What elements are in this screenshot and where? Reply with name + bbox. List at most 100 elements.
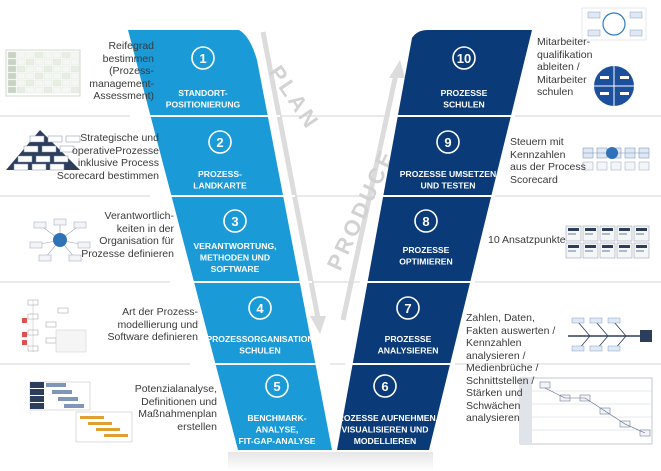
step-8-description: 10 Ansatzpunkte — [488, 234, 568, 247]
description-line: analysieren — [466, 412, 520, 424]
arm-dividers — [130, 115, 515, 365]
description-line: Definitionen und — [141, 395, 217, 408]
gantt-plan-icon — [29, 381, 133, 443]
description-line: Software definieren — [107, 331, 198, 343]
description-line: modellierung und — [117, 318, 198, 331]
step-number-circle — [265, 374, 289, 398]
description-line: erstellen — [177, 420, 217, 433]
step-number: 6 — [381, 379, 388, 394]
step-number: 3 — [231, 214, 238, 229]
step-title-line: POSITIONIERUNG — [166, 100, 241, 110]
description-line: aus der Process — [510, 161, 586, 173]
process-pyramid-icon — [6, 130, 81, 171]
step-number: 1 — [199, 51, 206, 66]
description-line: Potenzialanalyse, — [134, 383, 217, 395]
step-title-line: UND TESTEN — [421, 181, 476, 191]
step-title-line: VERANTWORTUNG, — [193, 241, 276, 251]
plan-arrow-label: PLAN — [264, 61, 325, 135]
description-line: Zahlen, Daten, — [466, 312, 535, 324]
fishbone-icon — [568, 317, 652, 352]
description-line: Mitarbeiter- — [537, 36, 591, 48]
scorecard-flow-icon — [582, 147, 650, 171]
maturity-grid-icon — [5, 49, 81, 97]
description-line: Prozesse definieren — [81, 247, 174, 260]
step-number: 10 — [457, 51, 471, 66]
process-model-icon — [22, 299, 87, 353]
step-number-circle — [208, 130, 232, 154]
step-title-line: MODELLIEREN — [354, 436, 417, 446]
description-line: Kennzahlen — [510, 148, 566, 161]
step-title-line: PROZESSE — [385, 334, 432, 344]
step-title-line: STANDORT- — [178, 88, 228, 98]
step-number-circle — [414, 209, 438, 233]
row-separators — [0, 115, 661, 365]
step-title-line: ANALYSIEREN — [378, 346, 439, 356]
description-line: operativeProzesse — [72, 144, 159, 157]
step-number-circle — [396, 296, 420, 320]
step-number-circle — [452, 46, 476, 70]
step-number-circle — [191, 46, 215, 70]
description-line: Organisation für — [99, 235, 174, 247]
description-line: 10 Ansatzpunkte — [488, 234, 566, 246]
description-line: bestimmen — [102, 52, 154, 65]
description-line: management- — [89, 77, 154, 90]
step-number-circle — [436, 130, 460, 154]
description-line: Mitarbeiter — [537, 73, 587, 86]
step-number-circle — [223, 209, 247, 233]
description-line: keiten in der — [116, 222, 174, 235]
description-line: Maßnahmenplan — [138, 408, 217, 420]
step-title-line: BENCHMARK- — [247, 413, 306, 423]
description-line: Stärken und — [466, 387, 523, 399]
description-line: Reifegrad — [108, 40, 154, 52]
step-title-line: PROZESSE — [403, 245, 450, 255]
step-title-line: PROZESSE UMSETZEN — [400, 169, 496, 179]
description-line: Strategische und — [80, 132, 159, 144]
description-line: Kennzahlen — [466, 337, 522, 349]
ten-points-icon — [565, 225, 650, 259]
description-line: Art der Prozess- — [122, 306, 198, 318]
step-title-line: VISUALISIEREN UND — [342, 425, 429, 435]
description-line: inklusive Process — [77, 157, 159, 169]
description-line: analysieren / — [466, 349, 526, 362]
org-network-icon — [29, 218, 91, 262]
description-line: Verantwortlich- — [104, 210, 174, 222]
step-title-line: FIT-GAP-ANALYSE — [238, 436, 315, 446]
description-line: Assessment) — [93, 90, 154, 102]
swimlane-icon — [519, 377, 653, 445]
description-line: ableiten / — [537, 61, 580, 73]
v-floor-shadow — [228, 452, 433, 471]
step-title-line: SCHULEN — [443, 100, 485, 110]
step-number: 9 — [444, 135, 451, 150]
description-line: qualifikation — [537, 48, 593, 61]
step-number: 2 — [216, 135, 223, 150]
description-line: Fakten auswerten / — [466, 324, 556, 337]
plan-arm — [128, 30, 332, 450]
step-7-description: Zahlen, Daten,Fakten auswerten /Kennzahl… — [466, 312, 561, 425]
description-line: Steuern mit — [510, 136, 564, 148]
description-line: Medienbrüche / — [466, 362, 539, 374]
step-title-line: OPTIMIEREN — [399, 257, 452, 267]
step-title-line: LANDKARTE — [193, 181, 247, 191]
training-cycle-icon — [581, 7, 647, 106]
step-title-line: SOFTWARE — [211, 264, 260, 274]
step-number: 8 — [422, 214, 429, 229]
step-number-circle — [373, 374, 397, 398]
